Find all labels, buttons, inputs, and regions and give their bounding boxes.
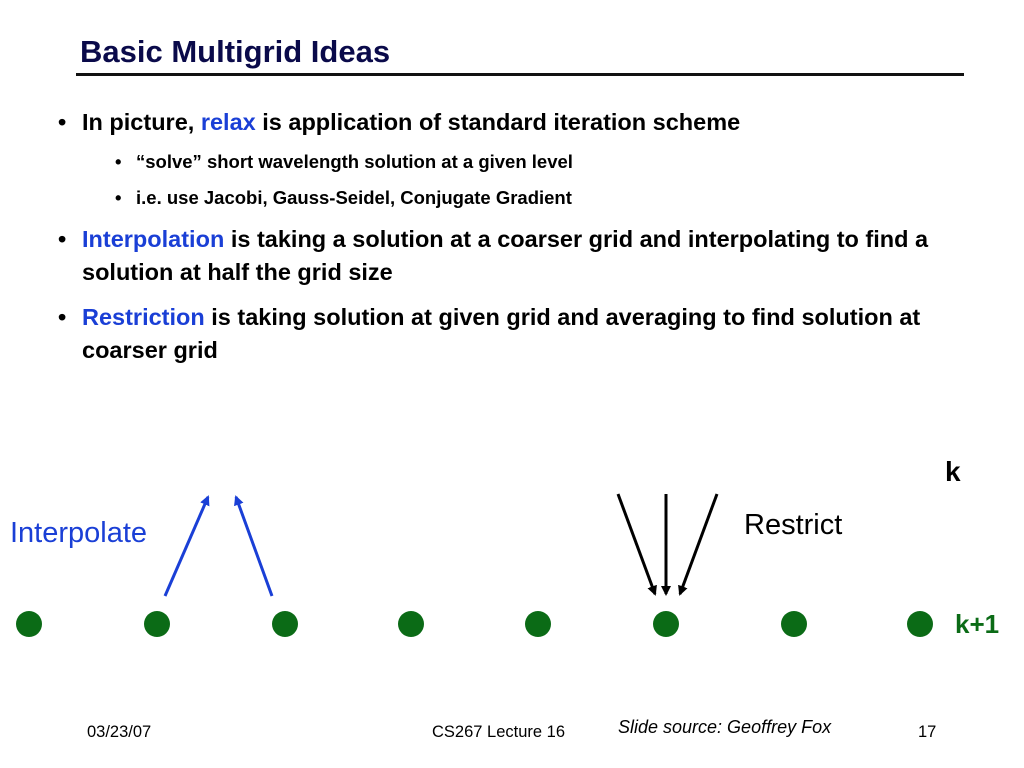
interpolate-arrow-right [234,495,274,597]
bullet-interpolation-text: is taking a solution at a coarser grid a… [82,226,929,285]
bullet-restriction: Restriction is taking solution at given … [56,301,976,367]
bullet-list: In picture, relax is application of stan… [56,106,976,379]
title-underline [76,73,964,76]
restrict-arrow-right [678,493,719,596]
restrict-label: Restrict [744,509,843,541]
sub-bullet-solve: “solve” short wavelength solution at a g… [115,149,976,175]
grid-node [272,611,298,637]
interpolate-label: Interpolate [10,517,148,549]
bullet-restriction-text: is taking solution at given grid and ave… [82,304,921,363]
footer-course: CS267 Lecture 16 [432,723,566,741]
grid-node [16,611,42,637]
bullet-interpolation-highlight: Interpolation [82,226,225,252]
footer-date: 03/23/07 [87,723,152,741]
sub-bullet-methods: i.e. use Jacobi, Gauss-Seidel, Conjugate… [115,185,976,211]
grid-node [781,611,807,637]
grid-node [144,611,170,637]
grid-node [907,611,933,637]
bullet-restriction-highlight: Restriction [82,304,205,330]
slide-title: Basic Multigrid Ideas [80,34,391,69]
restrict-arrow-left [616,493,657,596]
interpolate-arrow-left [163,495,210,597]
level-k-label: k [945,456,961,487]
bullet-relax-post: is application of standard iteration sch… [255,109,741,135]
bullet-interpolation: Interpolation is taking a solution at a … [56,223,976,289]
level-k1-label: k+1 [955,609,1000,639]
bullet-relax-highlight: relax [200,109,256,135]
bullet-relax-pre: In picture, [82,109,201,135]
footer-page-number: 17 [918,723,937,741]
grid-node [653,611,679,637]
footer-source: Slide source: Geoffrey Fox [618,717,832,737]
bullet-relax: In picture, relax is application of stan… [56,106,976,139]
grid-node [398,611,424,637]
grid-node [525,611,551,637]
